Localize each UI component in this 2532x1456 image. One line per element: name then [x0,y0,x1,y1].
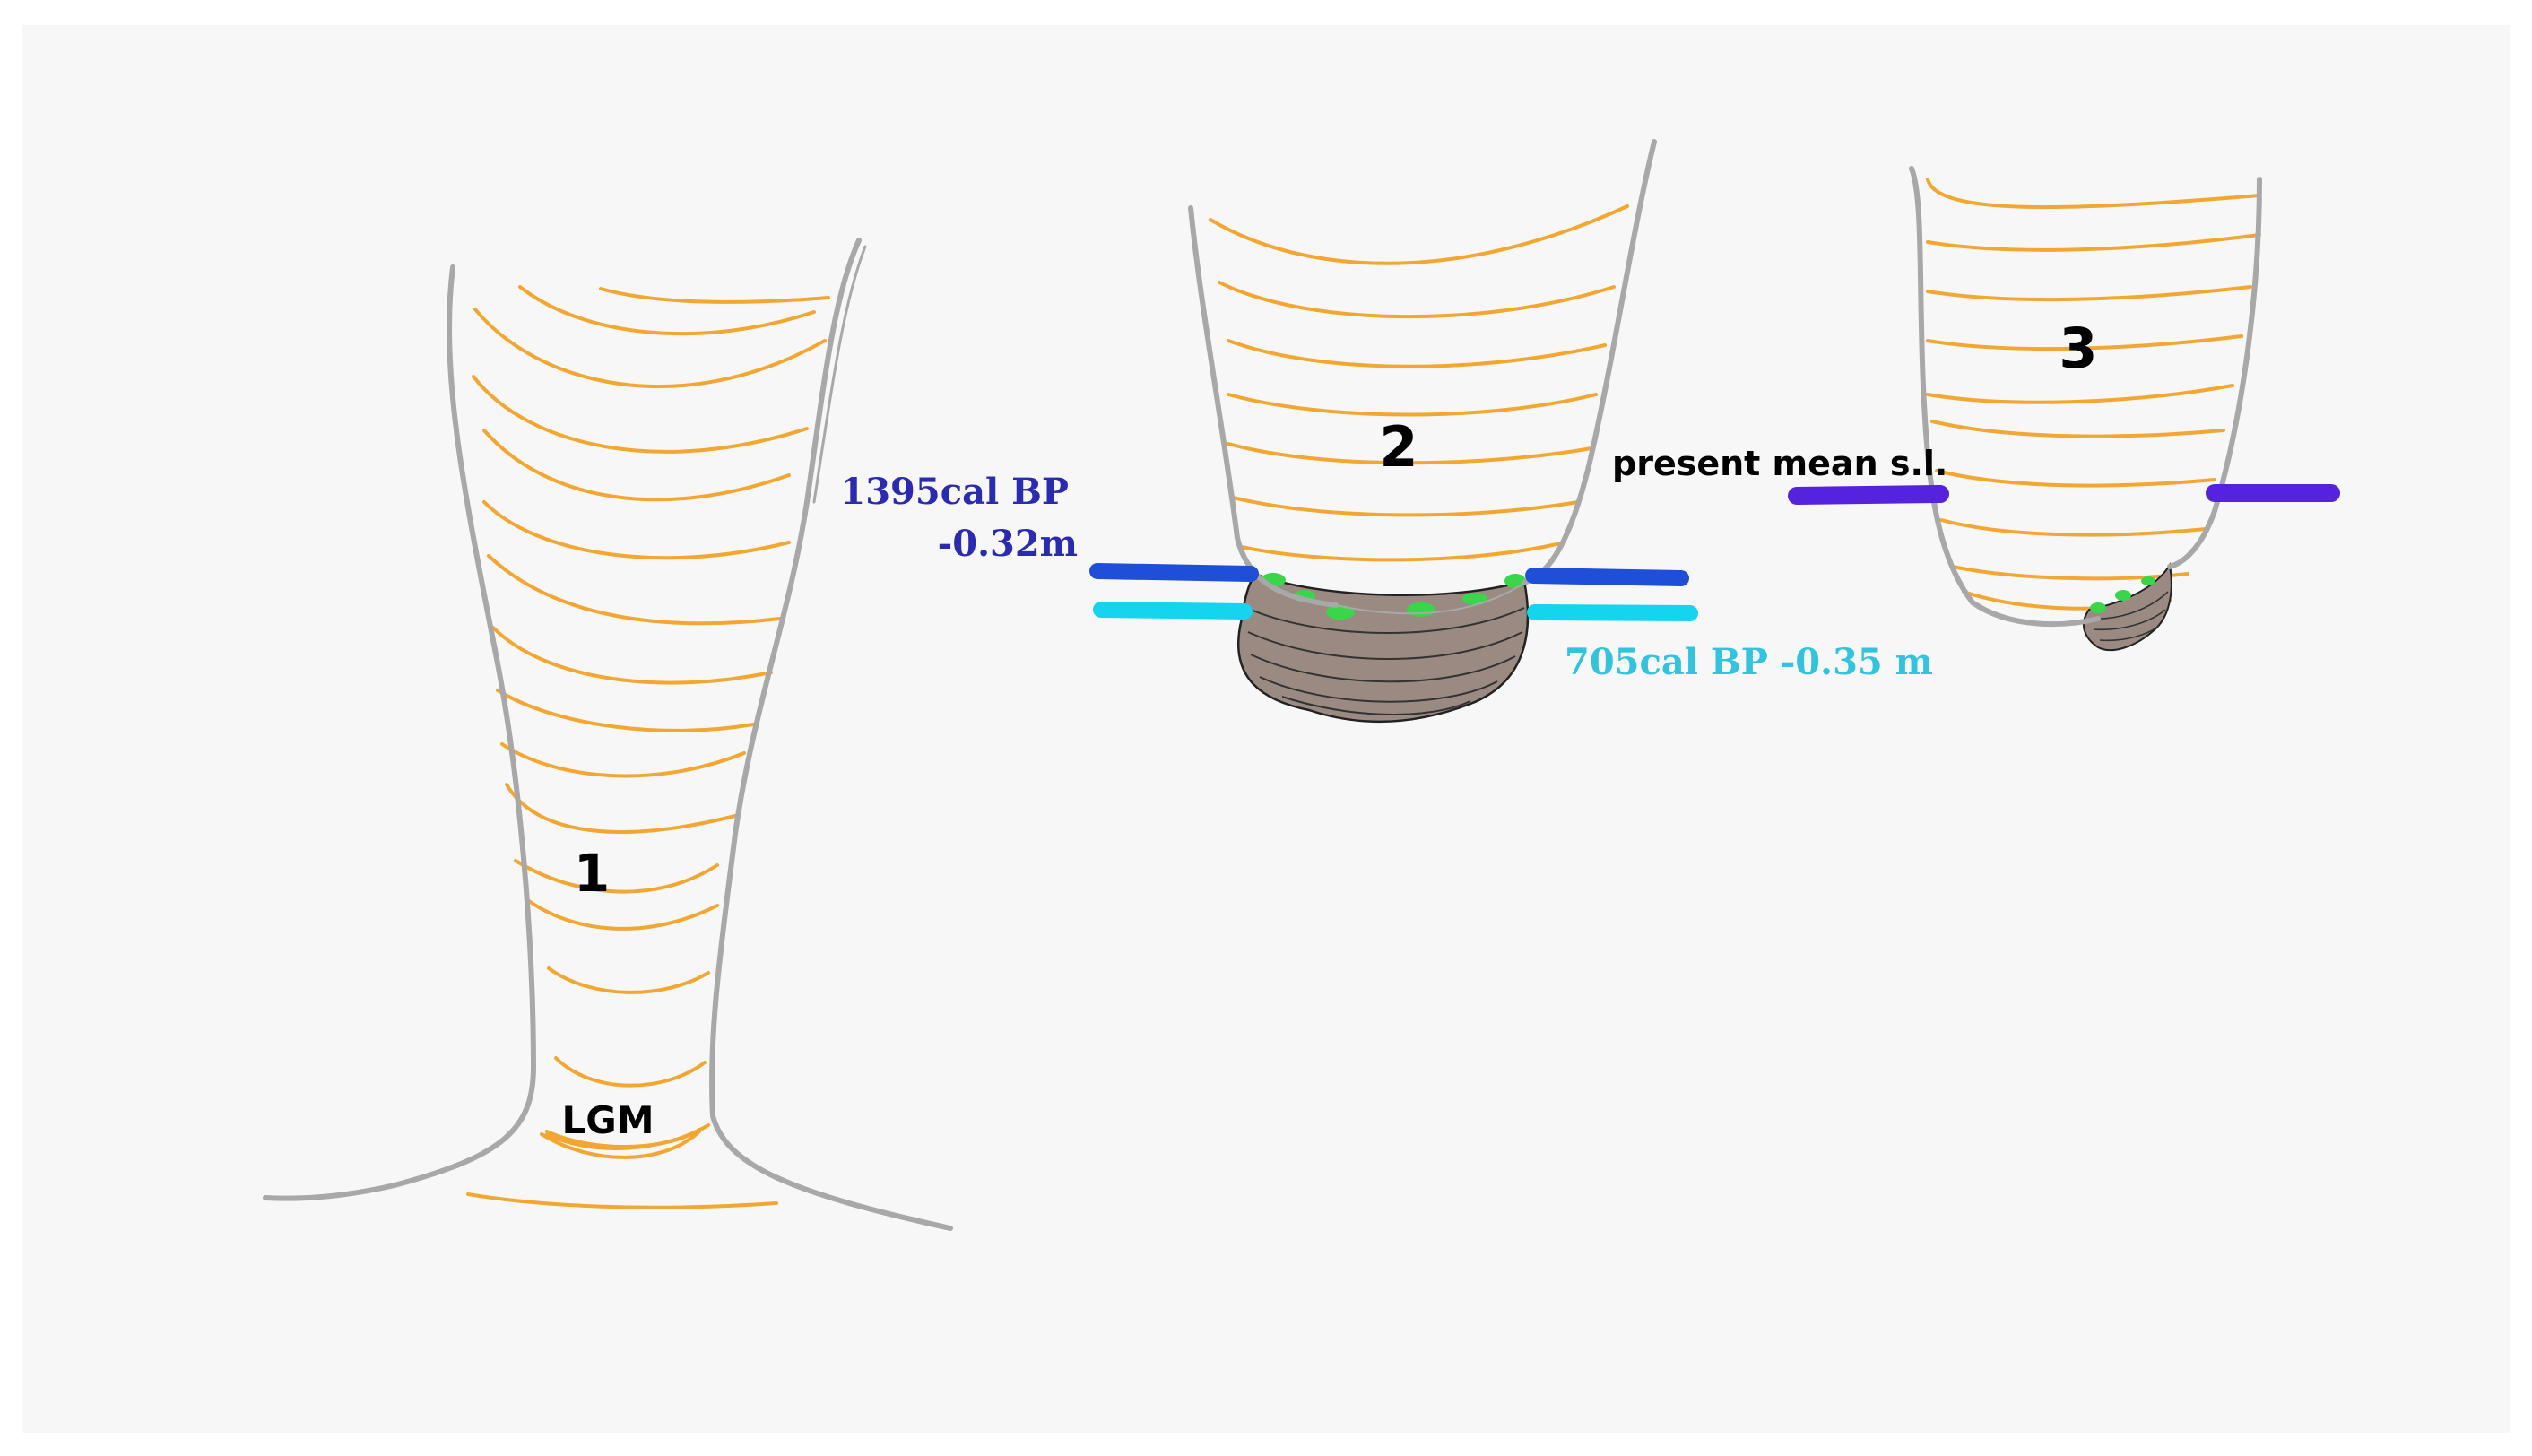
lower-level-line [1093,602,1698,621]
upper-date-line1: 1395cal BP [840,471,1069,513]
section-2-layers [1209,204,1629,562]
section-1-layers [466,285,830,1209]
section-2: 2 [1188,139,1657,724]
sediment-deposit [1236,572,1530,724]
upper-date-line2: -0.32m [938,523,1078,565]
sediment-laminae [1247,607,1525,715]
paper-sheet [22,25,2510,1433]
lower-date-label: 705cal BP -0.35 m [1565,641,1933,683]
section-1: 1 LGM [263,238,953,1231]
present-mean-sl-label: present mean s.l. [1612,444,1947,483]
upper-level-line [1089,563,1689,586]
section-1-outline [263,238,953,1231]
section-2-number: 2 [1379,414,1418,480]
section-3-outline [1909,166,2262,628]
section-2-outline [1188,139,1657,615]
lgm-label: LGM [561,1098,654,1142]
section-1-number: 1 [574,843,610,904]
section-3-algae [2090,576,2155,613]
present-sea-level-line [1788,484,2340,505]
section-3-layers [1926,178,2261,611]
section-3: 3 [1909,166,2262,652]
section-3-number: 3 [2059,316,2097,381]
